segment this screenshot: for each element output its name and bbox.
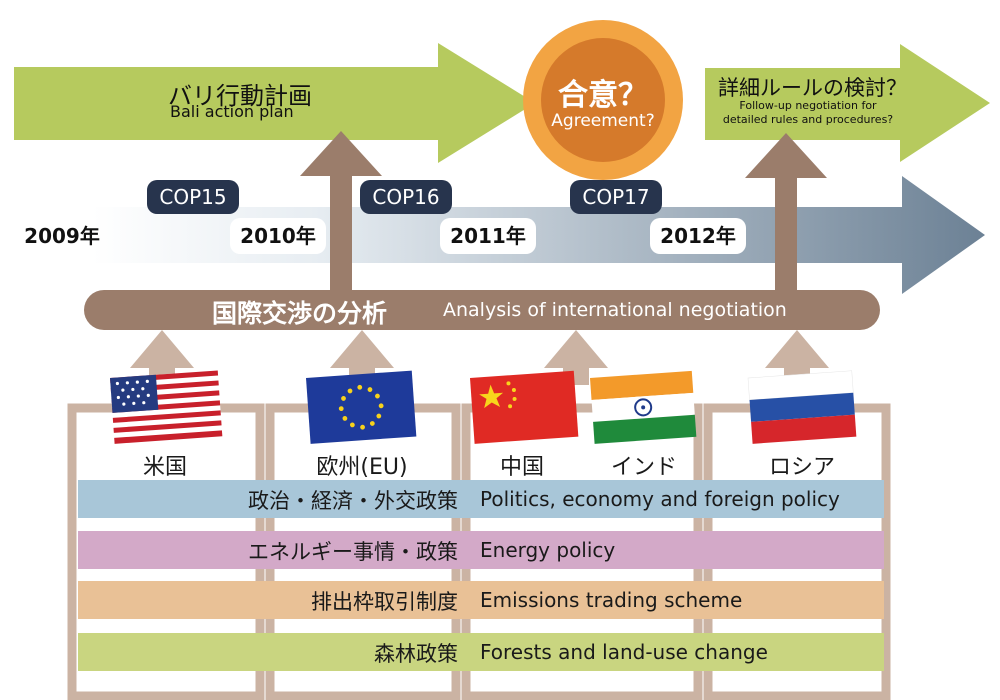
- year-2009: 2009年: [24, 224, 100, 248]
- year-2011: 2011年: [440, 218, 536, 254]
- followup-jp: 詳細ルールの検討？: [718, 76, 907, 100]
- country-label-eu: 欧州(EU): [316, 455, 408, 480]
- flag-china: [470, 370, 579, 444]
- followup-arrow: [705, 44, 990, 162]
- flag-eu: [306, 370, 417, 444]
- band-politics: [78, 480, 884, 518]
- agreement-jp: 合意？: [558, 78, 648, 113]
- timeline-arrow: [92, 176, 985, 294]
- cop16-badge: COP16: [360, 180, 452, 214]
- flag-russia: [747, 370, 857, 444]
- band-energy-jp: エネルギー事情・政策: [248, 540, 458, 564]
- cop15-badge: COP15: [147, 180, 239, 214]
- band-politics-jp: 政治・経済・外交政策: [248, 489, 458, 513]
- bali-title-en: Bali action plan: [170, 102, 294, 121]
- followup-en-line2: detailed rules and procedures?: [722, 113, 894, 126]
- bali-title-jp: バリ行動計画: [168, 82, 312, 110]
- agreement-en: Agreement?: [551, 111, 655, 131]
- band-energy-en: Energy policy: [480, 538, 616, 562]
- big-arrow-left: [300, 131, 382, 292]
- country-up-arrows: [130, 330, 829, 385]
- year-2010: 2010年: [230, 218, 326, 254]
- policy-bands: [78, 480, 884, 671]
- country-label-china: 中国: [499, 455, 544, 480]
- up-arrow-china-india: [544, 330, 608, 385]
- band-emissions: [78, 581, 884, 619]
- agreement-circle: [523, 20, 683, 180]
- flag-usa: [110, 370, 223, 444]
- band-forests: [78, 633, 884, 671]
- country-label-india: インド: [610, 455, 677, 480]
- up-arrow-usa: [130, 330, 194, 385]
- band-politics-en: Politics, economy and foreign policy: [480, 487, 840, 511]
- band-forests-jp: 森林政策: [374, 642, 458, 666]
- analysis-bar: [84, 290, 880, 330]
- big-arrow-right: [745, 133, 827, 292]
- year-2012: 2012年: [650, 218, 746, 254]
- up-arrow-eu: [330, 330, 394, 385]
- band-emissions-en: Emissions trading scheme: [480, 588, 743, 612]
- country-label-russia: ロシア: [768, 455, 835, 480]
- analysis-en: Analysis of international negotiation: [443, 299, 787, 321]
- analysis-up-arrows: [300, 131, 827, 292]
- band-forests-en: Forests and land-use change: [480, 640, 768, 664]
- country-label-usa: 米国: [142, 455, 187, 480]
- followup-en-line1: Follow-up negotiation for: [739, 99, 877, 112]
- band-energy: [78, 531, 884, 569]
- bali-arrow: [14, 43, 535, 163]
- analysis-jp: 国際交渉の分析: [212, 299, 388, 328]
- flag-india: [590, 370, 697, 444]
- band-emissions-jp: 排出枠取引制度: [311, 590, 458, 614]
- cop17-badge: COP17: [570, 180, 662, 214]
- up-arrow-russia: [765, 330, 829, 385]
